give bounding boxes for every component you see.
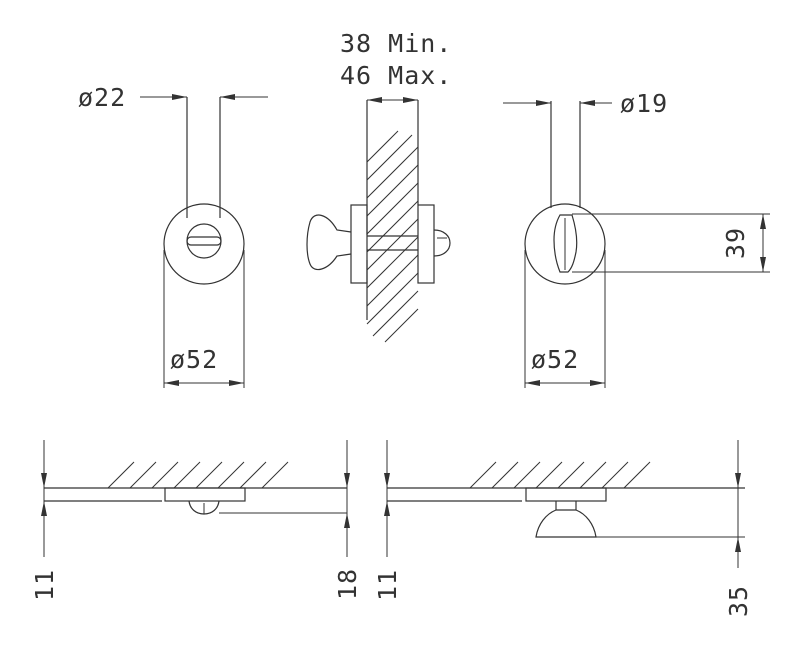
label-depth-max: 46 Max. [340,61,452,90]
label-thick-11-left: 11 [30,569,59,601]
label-height-35: 35 [724,585,753,617]
top-view-right: 11 35 [373,440,753,617]
label-dia-52-right: ø52 [531,345,579,374]
label-height-18: 18 [333,568,362,600]
label-thick-11-right: 11 [373,569,402,601]
front-view-right: ø19 39 ø52 [503,89,770,388]
front-view-left: ø22 ø52 [78,83,268,388]
side-section-view: 38 Min. 46 Max. [306,29,452,343]
label-dia-52-left: ø52 [170,345,218,374]
label-height-39: 39 [721,227,750,259]
label-dia-22: ø22 [78,83,126,112]
top-view-left: 11 18 [30,440,362,601]
label-dia-19: ø19 [620,89,668,118]
label-depth-min: 38 Min. [340,29,452,58]
